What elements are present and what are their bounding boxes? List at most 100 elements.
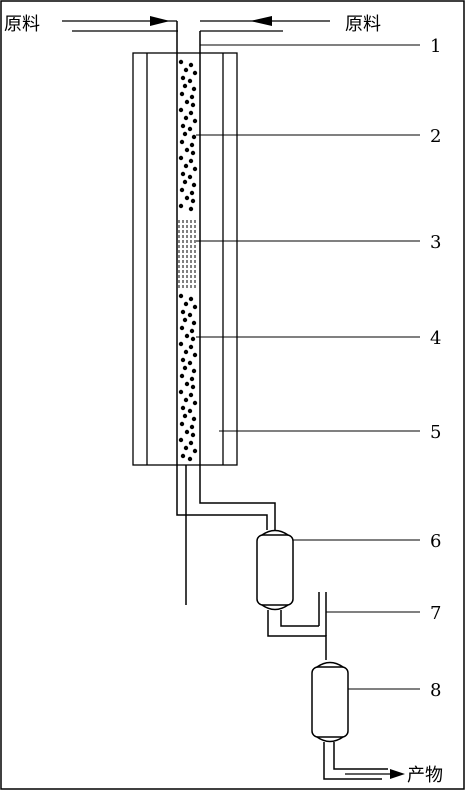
particle-dot bbox=[179, 139, 185, 145]
particle-dot bbox=[191, 416, 197, 422]
particle-dot bbox=[183, 67, 189, 73]
particle-dot bbox=[187, 78, 193, 84]
particle-dot bbox=[188, 440, 194, 446]
particle-dot bbox=[189, 94, 195, 100]
particle-dot bbox=[180, 357, 186, 363]
particle-dot bbox=[178, 341, 184, 347]
particle-dot bbox=[191, 182, 197, 188]
callout-6: 6 bbox=[430, 531, 441, 552]
particle-dot bbox=[188, 62, 194, 68]
product-outlet bbox=[323, 742, 405, 780]
separator-6 bbox=[256, 529, 294, 611]
particle-dot bbox=[179, 373, 185, 379]
particle-bed-bottom bbox=[178, 293, 198, 462]
particle-dot bbox=[178, 203, 184, 209]
particle-dot bbox=[183, 349, 189, 355]
particle-dot bbox=[189, 376, 195, 382]
particle-dot bbox=[183, 163, 189, 169]
product-label: 产物 bbox=[407, 765, 443, 786]
callout-3: 3 bbox=[430, 232, 441, 253]
particle-dot bbox=[182, 413, 188, 419]
particle-dot bbox=[192, 70, 198, 76]
particle-dot bbox=[184, 99, 190, 105]
particle-dot bbox=[178, 389, 184, 395]
particle-dot bbox=[192, 400, 198, 406]
feed-label-right: 原料 bbox=[345, 14, 381, 35]
callout-7: 7 bbox=[430, 603, 441, 624]
particle-dot bbox=[191, 368, 197, 374]
particle-dot bbox=[180, 453, 186, 459]
particle-dot bbox=[189, 424, 195, 430]
particle-dot bbox=[188, 110, 194, 116]
particle-dot bbox=[187, 174, 193, 180]
feed-arrow-left bbox=[62, 16, 178, 32]
particle-dot bbox=[183, 445, 189, 451]
particle-dot bbox=[184, 195, 190, 201]
particle-dot bbox=[191, 320, 197, 326]
callout-2: 2 bbox=[430, 126, 441, 147]
particle-dot bbox=[189, 142, 195, 148]
callout-5: 5 bbox=[430, 422, 441, 443]
particle-dot bbox=[179, 91, 185, 97]
particle-dot bbox=[192, 352, 198, 358]
particle-dot bbox=[183, 115, 189, 121]
particle-dot bbox=[180, 309, 186, 315]
furnace bbox=[132, 52, 238, 466]
particle-dot bbox=[190, 336, 196, 342]
catalyst-bed bbox=[178, 220, 196, 288]
particle-dot bbox=[180, 123, 186, 129]
particle-dot bbox=[192, 448, 198, 454]
particle-dot bbox=[178, 155, 184, 161]
particle-dot bbox=[180, 75, 186, 81]
particle-dot bbox=[187, 360, 193, 366]
particle-dot bbox=[188, 344, 194, 350]
particle-dot bbox=[192, 118, 198, 124]
separator-8 bbox=[311, 661, 349, 743]
particle-dot bbox=[184, 333, 190, 339]
feed-arrow-right bbox=[200, 16, 330, 32]
particle-dot bbox=[184, 381, 190, 387]
particle-dot bbox=[182, 131, 188, 137]
leader-lines bbox=[196, 44, 420, 690]
feed-label-left: 原料 bbox=[4, 14, 40, 35]
particle-dot bbox=[189, 328, 195, 334]
particle-dot bbox=[179, 187, 185, 193]
connecting-pipes bbox=[267, 592, 327, 660]
particle-dot bbox=[192, 166, 198, 172]
particle-dot bbox=[184, 429, 190, 435]
particle-dot bbox=[184, 147, 190, 153]
particle-dot bbox=[191, 134, 197, 140]
particle-dot bbox=[189, 190, 195, 196]
particle-dot bbox=[190, 432, 196, 438]
particle-dot bbox=[191, 86, 197, 92]
particle-dot bbox=[188, 296, 194, 302]
particle-dot bbox=[187, 408, 193, 414]
particle-dot bbox=[178, 59, 184, 65]
particle-dot bbox=[179, 325, 185, 331]
callout-4: 4 bbox=[430, 328, 441, 349]
particle-dot bbox=[180, 405, 186, 411]
particle-dot bbox=[178, 437, 184, 443]
callout-1: 1 bbox=[430, 36, 441, 57]
particle-bed-top bbox=[178, 59, 198, 212]
particle-dot bbox=[178, 107, 184, 113]
particle-dot bbox=[182, 83, 188, 89]
particle-dot bbox=[187, 456, 193, 462]
particle-dot bbox=[182, 317, 188, 323]
reactor-tube bbox=[176, 21, 276, 530]
particle-dot bbox=[179, 421, 185, 427]
particle-dot bbox=[180, 171, 186, 177]
callout-8: 8 bbox=[430, 680, 441, 701]
particle-dot bbox=[182, 365, 188, 371]
particle-dot bbox=[188, 158, 194, 164]
particle-dot bbox=[192, 304, 198, 310]
particle-dot bbox=[190, 198, 196, 204]
particle-dot bbox=[188, 392, 194, 398]
particle-dot bbox=[183, 397, 189, 403]
particle-dot bbox=[188, 206, 194, 212]
particle-dot bbox=[182, 179, 188, 185]
particle-dot bbox=[187, 126, 193, 132]
